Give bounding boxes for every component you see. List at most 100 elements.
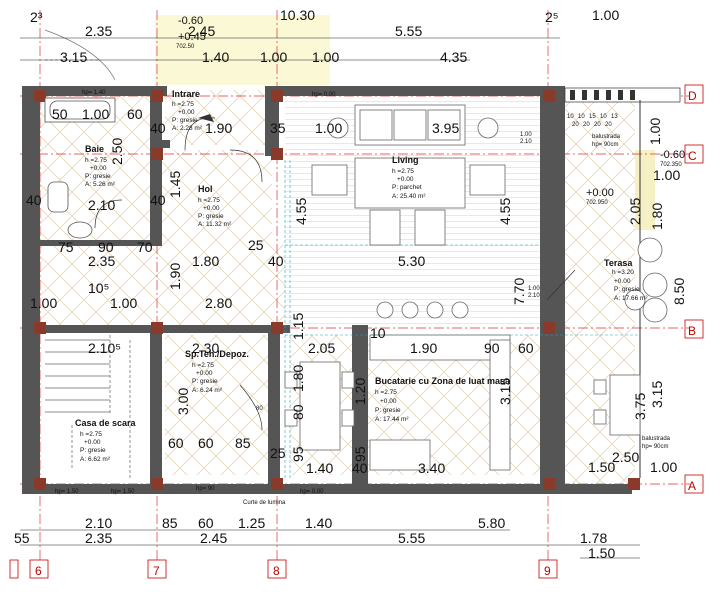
dim-terasa-h-4: 3.15 <box>649 381 665 408</box>
room-hol-level: +0.00 <box>203 205 220 212</box>
dimension-lines <box>20 37 640 559</box>
rail-num-7: 20 <box>594 122 601 128</box>
stairs <box>45 335 131 480</box>
grid-markers: D C B A 6 7 8 9 <box>9 84 704 579</box>
room-intrare-h: h =2.75 <box>172 101 194 108</box>
dim-living-h: 4.55 <box>293 198 309 225</box>
dim-top-partial: 10.30 <box>280 7 315 23</box>
room-bucatarie-h: h =2.75 <box>375 389 397 396</box>
hp90-a: hp= 90cm <box>592 142 619 148</box>
dim-bot-r3-0: 1.50 <box>588 545 615 561</box>
dim-spteh-h: 3.00 <box>175 388 191 415</box>
dim-kitchen-row-4: 10 <box>370 325 386 341</box>
win1: 1.00 <box>520 132 532 138</box>
dim-spteh-row-2: 85 <box>235 435 251 451</box>
dim-top-r1-0: 3.15 <box>60 49 87 65</box>
room-living-name: Living <box>392 155 419 165</box>
room-spteh-level: +0.00 <box>196 370 213 377</box>
hp-90c: hp= 90 <box>196 486 215 492</box>
level-b: +0.45 <box>178 31 206 43</box>
dim-c-4: 1.00 <box>647 118 663 145</box>
dim-kitchen-bottom-2: 3.40 <box>418 460 445 476</box>
dim-stairs-row-3: 2.80 <box>205 295 232 311</box>
hp-150a: hp= 1.50 <box>55 489 79 495</box>
dim-kitchen-col-2: 80 <box>290 404 306 420</box>
dim-bot-r1-2: 60 <box>198 515 214 531</box>
level-terasa: +0.00 <box>586 187 614 199</box>
dim-kitchen-row-2: 90 <box>484 340 500 356</box>
dim-row-mid-0: 75 <box>58 239 74 255</box>
dim-mid-line-2: 40 <box>268 253 284 269</box>
dim-mid-line-0: 2.35 <box>88 253 115 269</box>
dim-row-mid-1: 90 <box>98 239 114 255</box>
dim-spteh-w: 2.30 <box>192 340 219 356</box>
win2b: 2.10 <box>528 293 540 299</box>
yellow-area-top <box>155 15 330 85</box>
dim-bot-r1-5: 5.80 <box>478 515 505 531</box>
room-baie-level: +0.00 <box>90 165 107 172</box>
win1b: 2.10 <box>520 139 532 145</box>
dim-bot-r1-1: 85 <box>162 515 178 531</box>
room-spteh-area: A: 6.24 m² <box>192 387 223 394</box>
room-terasa-h: h =3.20 <box>612 269 634 276</box>
room-terasa-level: +0.00 <box>614 278 631 285</box>
floor-spteh <box>165 335 275 475</box>
dim-spteh-row-1: 60 <box>198 435 214 451</box>
dim-baie-h: 2.50 <box>109 138 125 165</box>
dim-top-0: 2³ <box>30 9 43 25</box>
entry-arrow-icon <box>198 110 222 122</box>
bathroom-fixtures <box>44 97 116 239</box>
balustrada-2: balustrada <box>642 436 671 442</box>
balustrada-1: balustrada <box>592 134 621 140</box>
dim-mid-line-1: 1.80 <box>192 253 219 269</box>
dim-top-r1-3: 1.00 <box>312 49 339 65</box>
dim-bot-r2-1: 2.35 <box>85 530 112 546</box>
room-casa-floor: P: gresie <box>80 447 106 454</box>
dim-stairs-row-0: 10⁵ <box>88 280 109 296</box>
dim-misc-25: 25 <box>270 445 286 461</box>
dim-kitchen-row-0: 2.05 <box>308 340 335 356</box>
dim-row-mid-2: 70 <box>137 239 153 255</box>
dim-terasa-bottom-1: 2.50 <box>612 449 639 465</box>
dim-c-3: 1.00 <box>653 167 680 183</box>
level-a: -0.60 <box>178 15 203 27</box>
doors <box>94 117 576 431</box>
kitchen-furniture <box>284 334 511 471</box>
dim-baie-top-2: 60 <box>127 106 143 122</box>
floor-mid <box>40 245 285 325</box>
dim-baie-side-40: 40 <box>150 120 166 136</box>
room-bucatarie-area: A: 17.44 m² <box>375 416 409 423</box>
wall-columns <box>34 90 640 490</box>
dim-terasa-bottom-2: 1.00 <box>650 459 677 475</box>
dim-tc-7: 7.70 <box>511 278 527 305</box>
level-terasa-sub: 702.950 <box>586 200 608 206</box>
hp90-b: hp= 90cm <box>642 444 669 450</box>
hp-150b: hp= 1.50 <box>111 489 135 495</box>
dim-top-3: 5.55 <box>395 23 422 39</box>
room-bucatarie-level: +0.00 <box>380 398 397 405</box>
grid-c: C <box>688 149 697 163</box>
rail-num-3: 10 <box>600 114 607 120</box>
room-intrare-floor: P: gresie <box>172 117 198 124</box>
room-casa-level: +0.00 <box>84 439 101 446</box>
rail-num-2: 15 <box>589 114 596 120</box>
room-casa-area: A: 6.62 m² <box>80 456 111 463</box>
room-terasa-name: Terasa <box>604 258 633 268</box>
grid-a: A <box>688 479 696 493</box>
rail-num-6: 20 <box>583 122 590 128</box>
dim-baie-top-1: 1.00 <box>82 106 109 122</box>
dim-kitchen-col-3: 95 <box>290 446 306 462</box>
dim-top-r1-4: 4.35 <box>440 49 467 65</box>
dim-top-4: 2⁵ <box>545 9 559 25</box>
floor-intrare <box>165 90 265 145</box>
dim-kitchen-col-1: 1.80 <box>290 365 306 392</box>
room-baie-area: A: 5.26 m² <box>85 181 116 188</box>
room-spteh-h: h =2.75 <box>192 362 214 369</box>
dim-terasa-h-1: 1.80 <box>649 203 665 230</box>
dim-living-h2: 4.55 <box>497 198 513 225</box>
dim-kitchen-row-3: 60 <box>518 340 534 356</box>
room-living-level: +0.00 <box>397 176 414 183</box>
dim-top-r1-1: 1.40 <box>202 49 229 65</box>
curte-label: Curte de lumina <box>243 500 286 506</box>
